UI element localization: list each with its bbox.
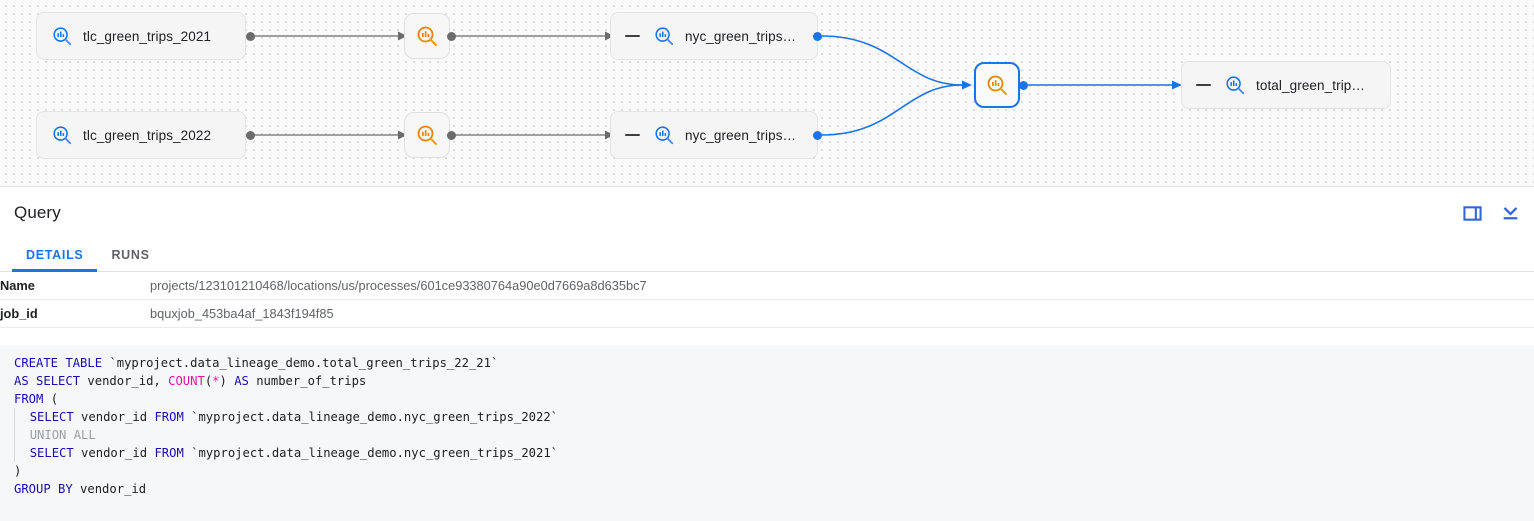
sql-code: CREATE TABLE `myproject.data_lineage_dem…: [14, 356, 559, 496]
table-search-icon: [51, 124, 73, 146]
collapse-panel-icon[interactable]: [1498, 201, 1522, 225]
table-search-icon: [51, 25, 73, 47]
lineage-node-label: nyc_green_trips…: [685, 28, 797, 44]
table-search-icon: [653, 25, 675, 47]
detail-value: projects/123101210468/locations/us/proce…: [150, 278, 647, 293]
lineage-canvas[interactable]: tlc_green_trips_2021 tlc_green_trips_202…: [0, 0, 1534, 186]
panel-actions: [1460, 187, 1522, 239]
table-row: job_id bquxjob_453ba4af_1843f194f85: [0, 300, 1534, 328]
lineage-node-label: tlc_green_trips_2022: [83, 127, 212, 143]
collapse-dash-icon[interactable]: [625, 134, 640, 136]
output-port[interactable]: [813, 131, 822, 140]
lineage-node-process-bottom[interactable]: [404, 112, 450, 158]
lineage-node-tlc-green-trips-2022[interactable]: tlc_green_trips_2022: [36, 111, 246, 159]
query-panel-header: Query: [0, 186, 1534, 238]
lineage-node-process-top[interactable]: [404, 13, 450, 59]
split-pane-icon[interactable]: [1460, 201, 1484, 225]
query-panel: Query DETAILS RUNS: [0, 186, 1534, 521]
output-port[interactable]: [447, 131, 456, 140]
output-port[interactable]: [246, 32, 255, 41]
detail-value: bquxjob_453ba4af_1843f194f85: [150, 306, 334, 321]
process-search-icon: [985, 73, 1009, 97]
sql-code-block[interactable]: CREATE TABLE `myproject.data_lineage_dem…: [0, 345, 1534, 521]
detail-key: job_id: [0, 306, 38, 321]
table-search-icon: [1224, 74, 1246, 96]
table-row: Name projects/123101210468/locations/us/…: [0, 272, 1534, 300]
lineage-node-total-green-trips[interactable]: total_green_trip…: [1181, 61, 1391, 109]
lineage-node-nyc-green-trips-2021[interactable]: nyc_green_trips…: [610, 12, 818, 60]
output-port[interactable]: [447, 32, 456, 41]
table-search-icon: [653, 124, 675, 146]
panel-title: Query: [14, 202, 61, 222]
output-port[interactable]: [813, 32, 822, 41]
tab-runs[interactable]: RUNS: [111, 248, 150, 262]
lineage-node-label: total_green_trip…: [1256, 77, 1366, 93]
process-search-icon: [415, 123, 439, 147]
lineage-node-process-selected[interactable]: [974, 62, 1020, 108]
collapse-dash-icon[interactable]: [1196, 84, 1211, 86]
lineage-node-label: nyc_green_trips…: [685, 127, 797, 143]
lineage-node-nyc-green-trips-2022[interactable]: nyc_green_trips…: [610, 111, 818, 159]
tab-details[interactable]: DETAILS: [12, 248, 98, 272]
lineage-node-label: tlc_green_trips_2021: [83, 28, 212, 44]
details-table: Name projects/123101210468/locations/us/…: [0, 272, 1534, 328]
detail-key: Name: [0, 278, 35, 293]
panel-tabs: DETAILS RUNS: [0, 238, 1534, 272]
lineage-edges: [250, 31, 1182, 140]
process-search-icon: [415, 24, 439, 48]
output-port[interactable]: [246, 131, 255, 140]
lineage-node-tlc-green-trips-2021[interactable]: tlc_green_trips_2021: [36, 12, 246, 60]
collapse-dash-icon[interactable]: [625, 35, 640, 37]
output-port[interactable]: [1019, 81, 1028, 90]
